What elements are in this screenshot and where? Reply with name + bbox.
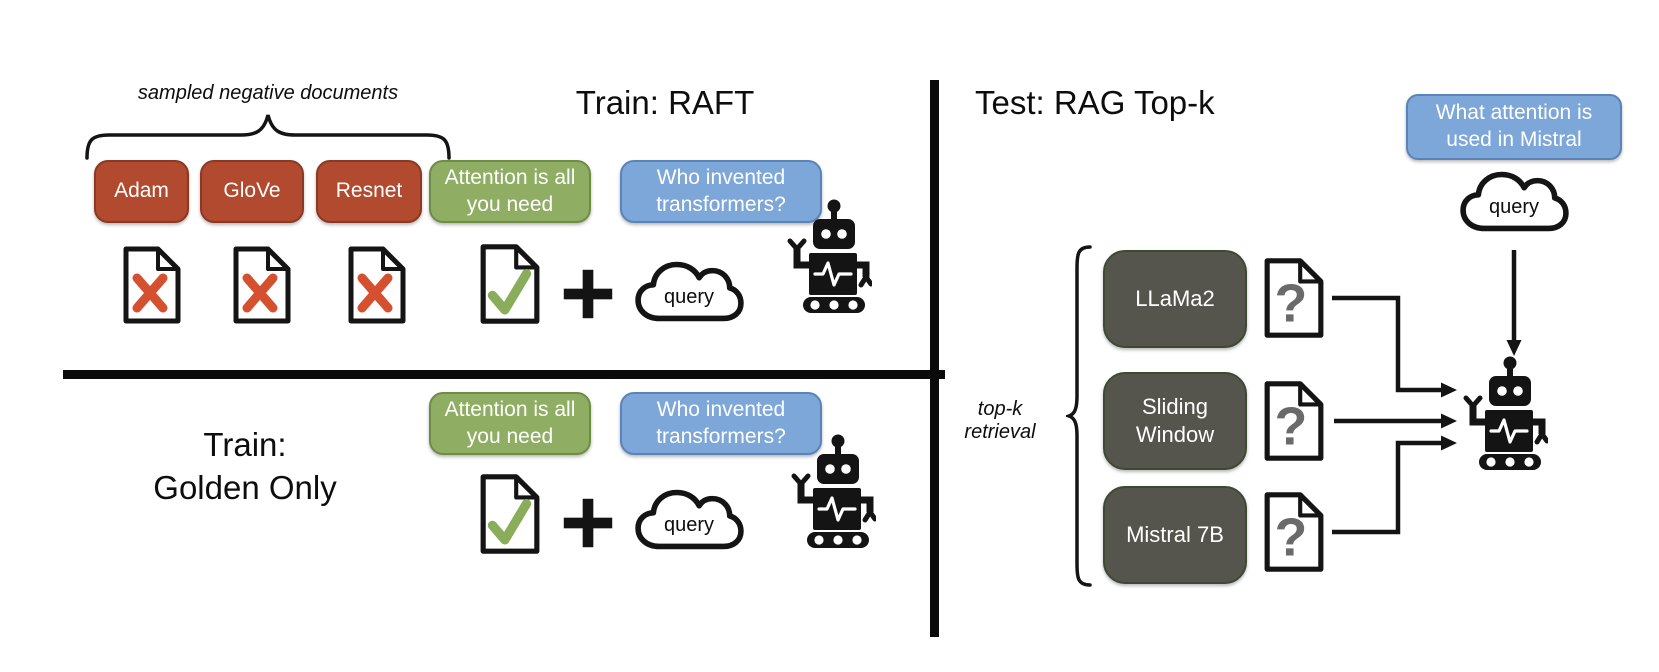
top-curly-brace-icon: [83, 110, 453, 160]
model-box-llama2: LLaMa2: [1103, 250, 1247, 348]
divider-vertical: [930, 80, 939, 637]
negative-doc-box-resnet: Resnet: [316, 160, 422, 223]
query-cloud-icon: query: [633, 256, 745, 328]
question-box: Who invented transformers?: [620, 392, 822, 455]
document-cross-icon: [121, 243, 183, 327]
test-rag-title: Test: RAG Top-k: [975, 84, 1215, 121]
document-check-icon: [478, 470, 542, 558]
query-cloud-icon: query: [1458, 166, 1570, 238]
test-question-box: What attention is used in Mistral: [1406, 94, 1622, 160]
left-curly-brace-icon: [1066, 244, 1092, 588]
arrowhead-query: [1506, 340, 1522, 356]
negative-docs-brace-label: sampled negative documents: [137, 82, 399, 104]
plus-icon: [557, 492, 619, 554]
robot-icon: [1458, 356, 1548, 470]
train-golden-title: Train: Golden Only: [105, 424, 385, 510]
train-golden-title-line2: Golden Only: [153, 468, 337, 506]
model-box-sliding-window: Sliding Window: [1103, 372, 1247, 470]
model-box-mistral-7b: Mistral 7B: [1103, 486, 1247, 584]
golden-doc-box: Attention is all you need: [429, 392, 591, 455]
robot-icon: [782, 199, 872, 313]
query-label: query: [663, 285, 715, 308]
query-label: query: [663, 513, 715, 536]
arrowhead-doc1: [1441, 382, 1457, 398]
arrow-doc3-to-robot: [1332, 440, 1442, 535]
question-box: Who invented transformers?: [620, 160, 822, 223]
train-raft-title: Train: RAFT: [575, 84, 755, 121]
arrowhead-doc2: [1441, 413, 1457, 429]
arrow-doc1-to-robot: [1332, 295, 1442, 393]
divider-horizontal: [63, 370, 945, 379]
document-check-icon: [478, 240, 542, 328]
document-cross-icon: [231, 243, 293, 327]
topk-retrieval-label: top-k retrieval: [964, 398, 1036, 443]
negative-doc-box-adam: Adam: [94, 160, 189, 223]
golden-doc-box: Attention is all you need: [429, 160, 591, 223]
plus-icon: [557, 263, 619, 325]
document-question-icon: [1262, 378, 1326, 464]
document-cross-icon: [346, 243, 408, 327]
document-question-icon: [1262, 489, 1326, 575]
query-label: query: [1488, 195, 1540, 218]
query-cloud-icon: query: [633, 484, 745, 556]
negative-doc-box-glove: GloVe: [200, 160, 304, 223]
robot-icon: [786, 434, 876, 548]
train-golden-title-line1: Train:: [203, 426, 287, 463]
arrowhead-doc3: [1441, 435, 1457, 451]
document-question-icon: [1262, 255, 1326, 341]
